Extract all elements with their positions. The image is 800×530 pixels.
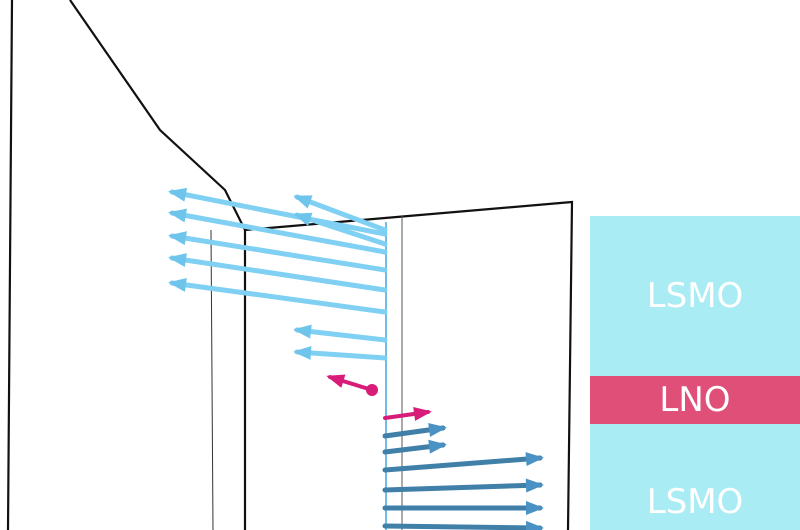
spin-arrow — [293, 212, 388, 247]
spin-arrow — [293, 345, 388, 361]
lno-layer: LNO — [590, 376, 800, 424]
right-plane-outline — [244, 200, 574, 530]
spin-arrow — [382, 520, 544, 530]
spin-arrow — [382, 439, 447, 455]
spin-arrow — [168, 277, 388, 315]
left-plane-outline — [6, 0, 247, 530]
spin-arrow — [382, 452, 544, 473]
spin-arrow — [293, 194, 388, 233]
spin-arrow — [168, 253, 388, 293]
spin-arrow — [382, 501, 544, 515]
spin-arrow — [326, 374, 378, 396]
spin-arrow — [382, 478, 544, 493]
spin-arrow — [168, 231, 388, 273]
spin-arrow — [383, 407, 432, 421]
spin-arrow — [168, 208, 388, 255]
spin-arrow — [168, 187, 388, 237]
spin-arrow — [382, 422, 447, 439]
lsmo-bottom-layer: LSMO — [590, 424, 800, 530]
left-plane-inner-edge — [210, 229, 214, 530]
lsmo-top-layer: LSMO — [590, 216, 800, 376]
spin-arrow — [293, 324, 388, 343]
